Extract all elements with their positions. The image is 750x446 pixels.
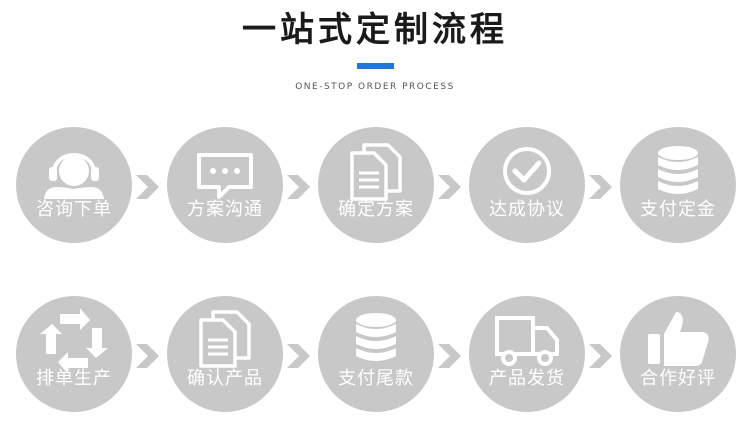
- recycle-arrows-icon: [40, 308, 108, 374]
- step-confirm-product: 确认产品: [167, 296, 283, 412]
- step-pay-deposit: 支付定金: [620, 127, 736, 243]
- step-label: 支付尾款: [338, 368, 414, 389]
- step-reach-agreement: 达成协议: [469, 127, 585, 243]
- step-consult-order: 咨询下单: [16, 127, 132, 243]
- step-schedule-production: 排单生产: [16, 296, 132, 412]
- delivery-truck-icon: [495, 316, 559, 366]
- chevron-right-icon: [287, 175, 310, 199]
- documents-icon: [199, 310, 251, 368]
- coin-stack-icon: [658, 146, 698, 194]
- step-label: 方案沟通: [187, 199, 263, 220]
- step-label: 支付定金: [640, 199, 716, 220]
- thumbs-up-icon: [648, 312, 709, 366]
- step-label: 合作好评: [640, 368, 716, 389]
- page-title: 一站式定制流程: [242, 10, 508, 50]
- step-label: 咨询下单: [36, 199, 112, 220]
- check-circle-icon: [503, 147, 551, 195]
- step-confirm-plan: 确定方案: [318, 127, 434, 243]
- chevron-right-icon: [589, 175, 612, 199]
- step-ship-product: 产品发货: [469, 296, 585, 412]
- documents-icon: [350, 143, 402, 201]
- chevron-right-icon: [438, 344, 461, 368]
- step-plan-communication: 方案沟通: [167, 127, 283, 243]
- step-pay-balance: 支付尾款: [318, 296, 434, 412]
- chevron-right-icon: [589, 344, 612, 368]
- chevron-right-icon: [136, 344, 159, 368]
- coin-stack-icon: [356, 313, 396, 361]
- chat-bubble-icon: [197, 153, 253, 199]
- step-label: 达成协议: [489, 199, 565, 220]
- step-label: 产品发货: [489, 368, 565, 389]
- title-accent-bar: [357, 63, 394, 69]
- step-label: 确认产品: [187, 368, 263, 389]
- step-label: 排单生产: [36, 368, 112, 389]
- chevron-right-icon: [438, 175, 461, 199]
- customer-service-icon: [44, 153, 104, 199]
- step-label: 确定方案: [338, 199, 414, 220]
- page-subtitle: ONE-STOP ORDER PROCESS: [295, 82, 455, 92]
- chevron-right-icon: [136, 175, 159, 199]
- step-positive-review: 合作好评: [620, 296, 736, 412]
- chevron-right-icon: [287, 344, 310, 368]
